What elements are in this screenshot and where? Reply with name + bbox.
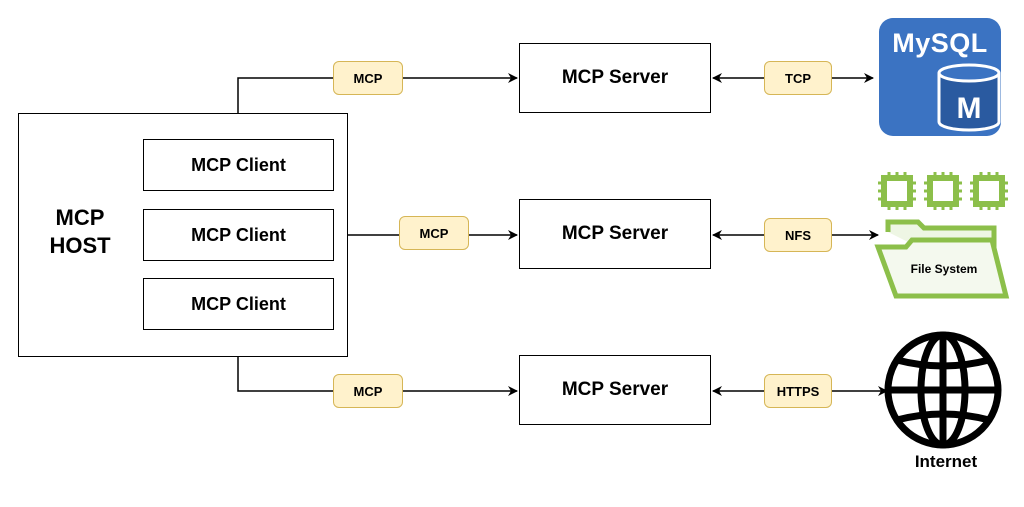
- protocol-tag-label: MCP: [353, 70, 383, 86]
- protocol-tag-mcp-3: MCP: [333, 374, 403, 408]
- mcp-client-label: MCP Client: [191, 224, 286, 245]
- mcp-client-label: MCP Client: [191, 154, 286, 175]
- mysql-database-icon: M: [879, 18, 1001, 136]
- mcp-server-2[interactable]: MCP Server: [519, 199, 711, 269]
- internet-label: Internet: [914, 452, 978, 471]
- protocol-tag-label: NFS: [785, 227, 811, 243]
- mysql-letter: M: [957, 92, 982, 125]
- folder-icon: [874, 172, 1010, 299]
- protocol-tag-mcp-2: MCP: [399, 216, 469, 250]
- mcp-server-label: MCP Server: [561, 67, 669, 88]
- protocol-tag-label: TCP: [785, 70, 811, 86]
- mcp-server-3[interactable]: MCP Server: [519, 355, 711, 425]
- protocol-tag-mcp-1: MCP: [333, 61, 403, 95]
- globe-icon: [884, 331, 1002, 449]
- mcp-host-label: MCP HOST: [30, 204, 130, 260]
- protocol-tag-label: MCP: [353, 383, 383, 399]
- protocol-tag-nfs: NFS: [764, 218, 832, 252]
- mcp-server-1[interactable]: MCP Server: [519, 43, 711, 113]
- protocol-tag-tcp: TCP: [764, 61, 832, 95]
- mysql-label: MySQL: [892, 28, 988, 58]
- mcp-server-label: MCP Server: [561, 379, 669, 400]
- mcp-client-2[interactable]: MCP Client: [143, 209, 334, 261]
- mcp-host-label-text: MCP HOST: [49, 205, 111, 258]
- mcp-client-3[interactable]: MCP Client: [143, 278, 334, 330]
- mcp-client-1[interactable]: MCP Client: [143, 139, 334, 191]
- file-system-label: File System: [910, 262, 978, 276]
- protocol-tag-label: HTTPS: [776, 383, 820, 399]
- protocol-tag-https: HTTPS: [764, 374, 832, 408]
- mcp-server-label: MCP Server: [561, 223, 669, 244]
- chip-icon: [970, 172, 1008, 210]
- protocol-tag-label: MCP: [419, 225, 449, 241]
- mcp-client-label: MCP Client: [191, 293, 286, 314]
- chip-icon: [878, 172, 916, 210]
- chip-icon: [924, 172, 962, 210]
